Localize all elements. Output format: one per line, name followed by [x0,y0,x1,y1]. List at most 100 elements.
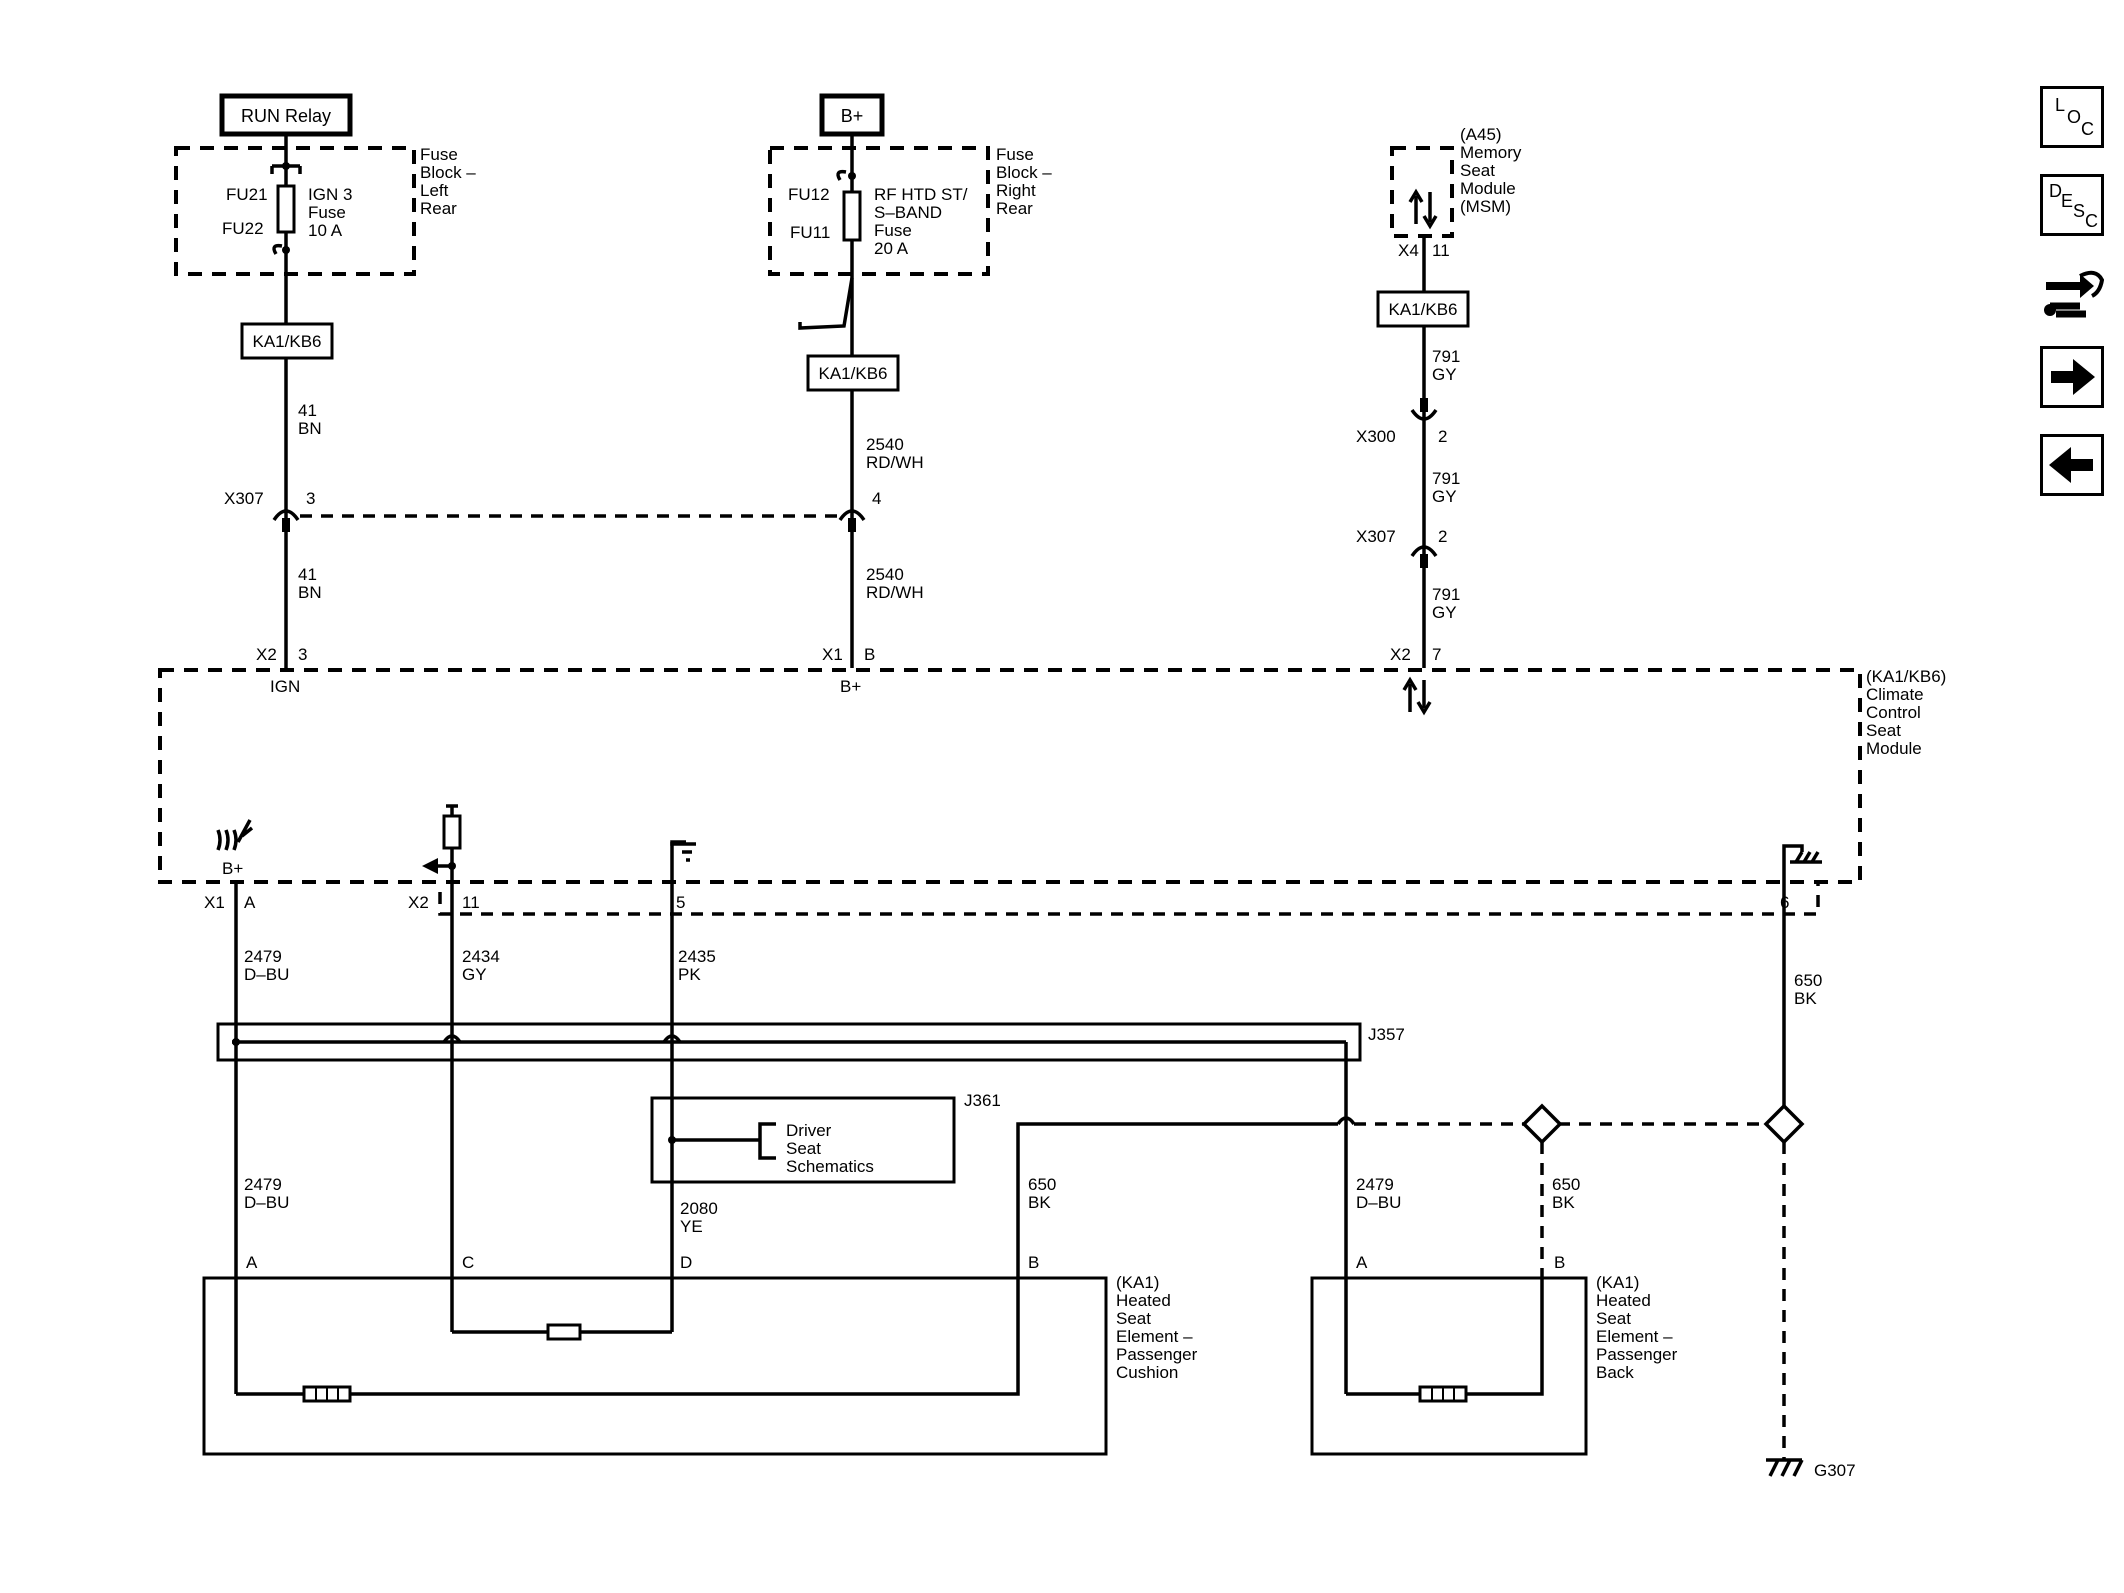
wire-2434: 2434 GY [462,947,500,984]
fuse-ign3-icon [276,184,296,234]
location-button[interactable]: L O C [2040,86,2104,148]
svg-text:2540: 2540 [866,565,904,584]
svg-text:(KA1): (KA1) [1116,1273,1159,1292]
svg-text:B+: B+ [222,859,243,878]
connector-x300: X300 2 [1356,398,1447,446]
svg-text:D–BU: D–BU [1356,1193,1401,1212]
svg-text:X300: X300 [1356,427,1396,446]
module-top-pins: X2 3 X1 B X2 7 IGN B+ [256,645,1441,696]
svg-text:Block –: Block – [996,163,1052,182]
wire-41-bn-lower: 41 BN [298,565,322,602]
svg-text:C: C [2081,119,2094,139]
svg-text:B+: B+ [840,677,861,696]
svg-text:J361: J361 [964,1091,1001,1110]
svg-text:IGN 3: IGN 3 [308,185,352,204]
wire-791-3: 791 GY [1432,585,1460,622]
wire-2479-lower-right: 2479 D–BU [1356,1175,1401,1212]
svg-text:D: D [2049,181,2062,201]
svg-text:FU21: FU21 [226,185,268,204]
svg-text:2435: 2435 [678,947,716,966]
heating-element-back-icon [1418,1385,1468,1403]
connector-x307-right: X307 2 [1356,527,1447,568]
svg-text:Fuse: Fuse [308,203,346,222]
svg-text:G307: G307 [1814,1461,1856,1480]
svg-text:2479: 2479 [244,1175,282,1194]
previous-page-button[interactable] [2040,434,2104,496]
arrow-left-icon [2049,447,2093,483]
svg-text:KA1/KB6: KA1/KB6 [253,332,322,351]
svg-text:650: 650 [1552,1175,1580,1194]
svg-text:2: 2 [1438,527,1447,546]
svg-text:D–BU: D–BU [244,1193,289,1212]
next-page-button[interactable] [2040,346,2104,408]
svg-text:RD/WH: RD/WH [866,453,924,472]
wire-2540-upper: 2540 RD/WH [866,435,924,472]
svg-text:2080: 2080 [680,1199,718,1218]
svg-text:650: 650 [1028,1175,1056,1194]
wire-2479-lower-left: 2479 D–BU [244,1175,289,1212]
svg-text:Element –: Element – [1596,1327,1673,1346]
wire-2435: 2435 PK [678,947,716,984]
svg-text:Seat: Seat [1116,1309,1151,1328]
driver-seat-link[interactable]: Driver [786,1121,832,1140]
connector-views-icon[interactable] [2040,262,2105,326]
svg-text:Climate: Climate [1866,685,1924,704]
wire-2479-upper: 2479 D–BU [244,947,289,984]
svg-text:Seat: Seat [1866,721,1901,740]
svg-text:Fuse: Fuse [420,145,458,164]
module-data-arrow-icon [1402,676,1432,716]
svg-text:X2: X2 [1390,645,1411,664]
svg-text:RD/WH: RD/WH [866,583,924,602]
svg-text:GY: GY [1432,365,1457,384]
svg-text:5: 5 [676,893,685,912]
description-button[interactable]: D E S C [2040,174,2104,236]
svg-text:2434: 2434 [462,947,500,966]
svg-text:RF HTD ST/: RF HTD ST/ [874,185,968,204]
svg-text:B: B [864,645,875,664]
svg-text:(KA1): (KA1) [1596,1273,1639,1292]
svg-text:Rear: Rear [420,199,457,218]
internal-ground-icon [670,842,696,862]
fuse-block-right-rear: Fuse Block – Right Rear FU12 FU11 RF HTD… [768,134,1052,360]
run-relay-label: RUN Relay [219,93,353,137]
battery-plus-label: B+ [819,93,885,137]
svg-text:2479: 2479 [244,947,282,966]
svg-text:Module: Module [1866,739,1922,758]
connector-x307: X307 3 4 [224,489,881,532]
svg-text:Seat: Seat [1460,161,1495,180]
splice-j361-driver-seat: J361 Driver Seat Schematics [650,1091,1001,1184]
wire-650-back: 650 BK [1552,1175,1580,1212]
svg-text:Control: Control [1866,703,1921,722]
svg-text:A: A [244,893,256,912]
svg-text:Rear: Rear [996,199,1033,218]
wire-650-right: 650 BK [1794,971,1822,1008]
svg-text:X4: X4 [1398,241,1419,260]
svg-text:(KA1/KB6): (KA1/KB6) [1866,667,1946,686]
svg-text:A: A [246,1253,258,1272]
wire-650-cushion: 650 BK [1028,1175,1056,1212]
svg-text:GY: GY [1432,487,1457,506]
svg-text:X2: X2 [256,645,277,664]
svg-text:RUN Relay: RUN Relay [241,106,331,126]
svg-text:7: 7 [1432,645,1441,664]
memory-seat-module: (A45) Memory Seat Module (MSM) X4 11 [1390,125,1522,260]
svg-text:Back: Back [1596,1363,1634,1382]
svg-text:YE: YE [680,1217,703,1236]
svg-text:FU11: FU11 [790,223,830,242]
svg-text:791: 791 [1432,585,1460,604]
svg-text:(A45): (A45) [1460,125,1502,144]
svg-text:Element –: Element – [1116,1327,1193,1346]
bidirectional-arrow-icon [1408,188,1438,230]
svg-text:Seat: Seat [1596,1309,1631,1328]
heater-element-icon: B+ [216,819,254,878]
heating-element-icon [302,1385,352,1403]
svg-text:B+: B+ [841,106,864,126]
svg-text:2540: 2540 [866,435,904,454]
svg-text:BN: BN [298,583,322,602]
svg-text:A: A [1356,1253,1368,1272]
svg-text:S: S [2073,201,2085,221]
splice-label-right: KA1/KB6 [1376,290,1470,328]
svg-text:GY: GY [462,965,487,984]
svg-text:E: E [2061,191,2073,211]
svg-text:B: B [1554,1253,1565,1272]
